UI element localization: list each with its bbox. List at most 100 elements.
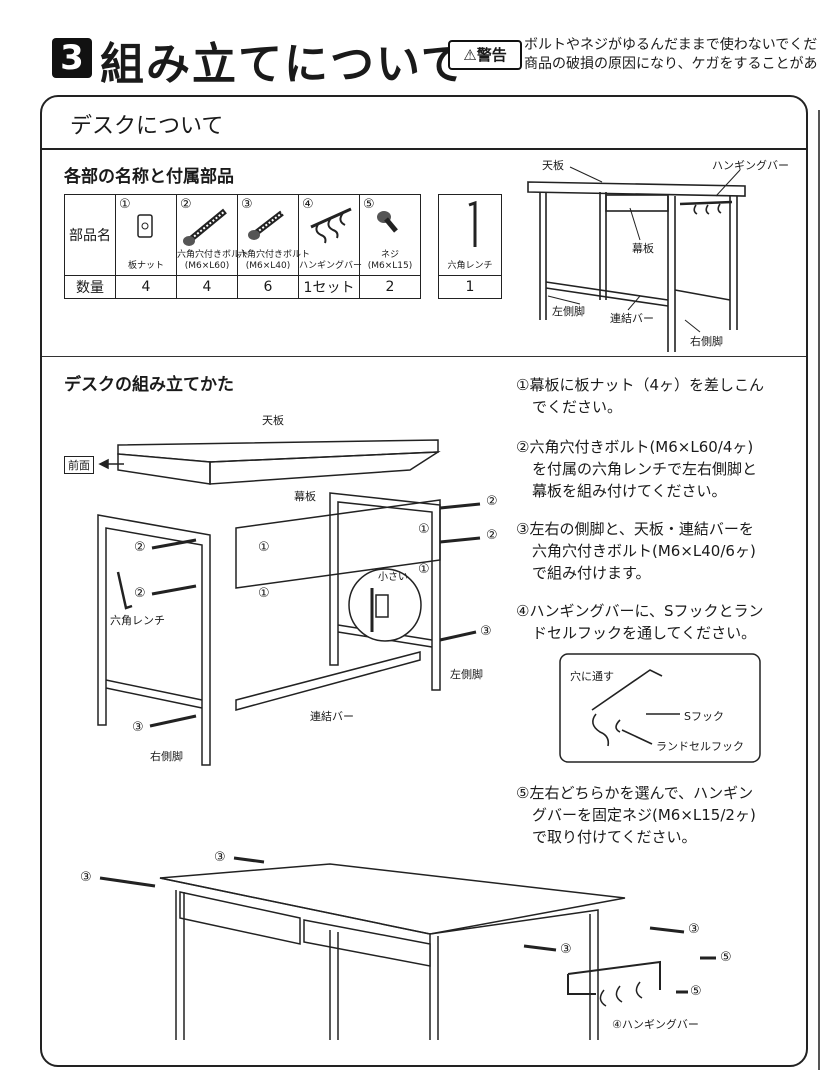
callout-2: ② [486,494,498,509]
callout-5: ⑤ [690,984,702,999]
part-number: ② [180,197,192,212]
step-2: ②六角穴付きボルト(M6×L60/4ヶ) を付属の六角レンチで左右側脚と 幕板を… [516,436,757,502]
step-line: ①幕板に板ナット（4ヶ）を差しこん [516,376,764,394]
step-line: ③左右の側脚と、天板・連結バーを [516,520,754,538]
step-line: ドセルフックを通してください。 [532,624,757,642]
screw-icon [377,211,398,233]
step-line: で取り付けてください。 [532,828,697,846]
diagram-label-hanging-bar: ハンギングバー [712,159,789,172]
callout-3: ③ [80,870,92,885]
step-line: ④ハンギングバーに、Sフックとラン [516,602,764,620]
diagram-label-right-leg: 右側脚 [690,335,723,348]
diagram-label-connecting-bar: 連結バー [610,312,654,325]
assembly-label-modesty-panel: 幕板 [294,490,316,503]
part-name: 六角穴付きボルト (M6×L40) [238,250,311,271]
callout-2: ② [486,528,498,543]
part-cell-1: ① 板ナット [115,194,177,276]
warning-line-1: ボルトやネジがゆるんだままで使わないでくだ [524,37,818,53]
part-qty: 1 [438,275,502,299]
subsection-divider [42,356,806,357]
warning-triangle-icon: ⚠ [463,46,477,64]
next-page-edge [818,110,820,1070]
part-number: ⑤ [363,197,375,212]
assembly-heading: デスクの組み立てかた [64,375,234,395]
hook-label-through-hole: 穴に通す [570,670,614,683]
step-line: ⑤左右どちらかを選んで、ハンギン [516,784,754,802]
callout-2: ② [134,586,146,601]
step-3: ③左右の側脚と、天板・連結バーを 六角穴付きボルト(M6×L40/6ヶ) で組み… [516,518,756,584]
warning-badge-label: 警告 [476,46,507,64]
part-qty: 1セット [298,275,360,299]
step-4: ④ハンギングバーに、Sフックとラン ドセルフックを通してください。 [516,600,764,644]
hook-label-randsel-hook: ランドセルフック [656,740,744,753]
page-title: 組み立てについて [100,39,467,90]
part-name: 六角レンチ [447,261,493,271]
assembly-label-top: 天板 [262,414,284,427]
callout-3: ③ [132,720,144,735]
callout-5: ⑤ [720,950,732,965]
diagram-label-top: 天板 [542,159,564,172]
warning-line-2: 商品の破損の原因になり、ケガをすることがあ [524,56,818,72]
assembly-label-hanging-bar: ④ハンギングバー [612,1018,699,1031]
assembly-label-right-leg: 右側脚 [150,750,183,763]
part-number: ① [119,197,131,212]
callout-1: ① [418,562,430,577]
assembly-label-left-leg: 左側脚 [450,668,483,681]
step-line: で組み付けます。 [532,564,651,582]
part-name: ネジ (M6×L15) [367,250,413,271]
hex-bolt-short-icon [248,210,284,240]
part-qty: 6 [237,275,299,299]
part-number: ④ [302,197,314,212]
part-name: 六角穴付きボルト (M6×L60) [177,250,250,271]
assembly-label-small: 小さい [378,572,408,583]
parts-table: 部品名 ① 板ナット ② 六角穴付きボルト (M6×L60) ③ 六角穴付きボル… [64,194,421,299]
part-name: ハンギングバー [299,261,363,271]
part-qty: 4 [176,275,238,299]
hook-label-s-hook: Sフック [684,710,724,723]
warning-text: ボルトやネジがゆるんだままで使わないでくだ 商品の破損の原因になり、ケガをするこ… [524,36,817,74]
assembly-label-hex-wrench: 六角レンチ [110,614,165,627]
part-number: ③ [241,197,253,212]
part-cell-3: ③ 六角穴付きボルト (M6×L40) [237,194,311,276]
diagram-label-modesty-panel: 幕板 [632,242,654,255]
step-5: ⑤左右どちらかを選んで、ハンギン グバーを固定ネジ(M6×L15/2ヶ) で取り… [516,782,756,848]
wrench-cell: 六角レンチ [438,194,502,276]
part-qty: 2 [359,275,421,299]
callout-1: ① [418,522,430,537]
wrench-table: 六角レンチ 1 [438,194,502,299]
callout-3: ③ [214,850,226,865]
step-line: グバーを固定ネジ(M6×L15/2ヶ) [532,806,756,824]
quantity-header: 数量 [64,275,116,299]
hex-wrench-icon [468,200,477,247]
desk-section-title: デスクについて [70,114,224,139]
step-line: 幕板を組み付けてください。 [532,482,727,500]
plate-nut-icon [137,214,153,238]
step-line: を付属の六角レンチで左右側脚と [532,460,758,478]
hex-bolt-long-icon [183,208,227,246]
callout-3: ③ [688,922,700,937]
section-number-badge: 3 [52,38,92,78]
part-qty: 4 [115,275,177,299]
assembly-label-front: 前面 [64,456,94,474]
part-cell-4: ④ ハンギングバー [298,194,363,276]
callout-3: ③ [560,942,572,957]
hanging-bar-icon [310,207,352,244]
callout-1: ① [258,540,270,555]
callout-3: ③ [480,624,492,639]
parts-heading: 各部の名称と付属部品 [64,167,234,187]
step-line: でください。 [532,398,623,416]
step-1: ①幕板に板ナット（4ヶ）を差しこん でください。 [516,374,764,418]
assembly-label-connecting-bar: 連結バー [310,710,354,723]
warning-badge: ⚠警告 [448,40,522,70]
part-name-header: 部品名 [64,194,116,276]
part-name: 板ナット [127,261,164,271]
callout-2: ② [134,540,146,555]
section-divider [42,148,806,150]
callout-1: ① [258,586,270,601]
step-line: ②六角穴付きボルト(M6×L60/4ヶ) [516,438,754,456]
diagram-label-left-leg: 左側脚 [552,305,585,318]
step-line: 六角穴付きボルト(M6×L40/6ヶ) [532,542,756,560]
part-cell-2: ② 六角穴付きボルト (M6×L60) [176,194,250,276]
desk-section-frame [40,95,808,1067]
part-cell-5: ⑤ ネジ (M6×L15) [359,194,421,276]
